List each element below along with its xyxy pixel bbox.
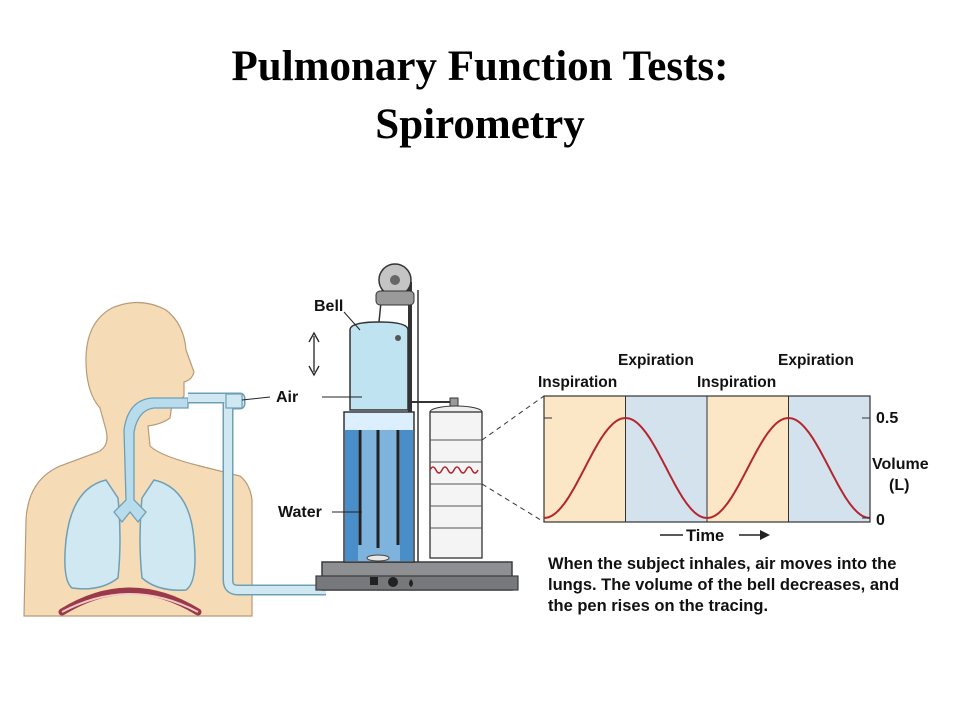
caption-line-3: the pen rises on the tracing. <box>548 597 769 615</box>
title-line-1: Pulmonary Function Tests: <box>231 43 729 90</box>
breathing-tube <box>188 392 326 596</box>
y-max-label: 0.5 <box>876 410 898 427</box>
air-label: Air <box>276 389 298 406</box>
phase-band-3 <box>707 396 789 522</box>
bell-label: Bell <box>314 298 343 315</box>
right-lung <box>139 479 196 591</box>
y-axis-label: Volume <box>872 456 929 473</box>
chart-phase-bands <box>544 396 870 522</box>
bell-movement-arrow <box>308 331 320 377</box>
phase-label-expiration-2: Expiration <box>778 352 854 369</box>
airway <box>113 397 189 524</box>
page-title: Pulmonary Function Tests: Spirometry <box>0 38 960 154</box>
phase-band-1 <box>544 396 626 522</box>
caption: When the subject inhales, air moves into… <box>548 554 958 617</box>
spirometer <box>315 263 519 591</box>
phase-label-inspiration-2: Inspiration <box>697 374 776 391</box>
recording-drum <box>429 411 483 559</box>
spirogram-chart: Inspiration Expiration Inspiration Expir… <box>538 352 929 545</box>
title-line-2: Spirometry <box>375 101 585 148</box>
left-lung <box>64 479 121 590</box>
body-silhouette <box>23 301 253 617</box>
caption-line-2: lungs. The volume of the bell decreases,… <box>548 576 900 594</box>
y-min-label: 0 <box>876 512 885 529</box>
x-axis-label: Time <box>686 527 724 545</box>
volume-trace <box>543 416 871 520</box>
y-axis-unit: (L) <box>889 477 909 494</box>
human-figure <box>23 301 253 617</box>
phase-band-4 <box>788 396 870 522</box>
caption-line-1: When the subject inhales, air moves into… <box>548 555 897 573</box>
water-label: Water <box>278 504 322 521</box>
phase-band-2 <box>625 396 707 522</box>
phase-label-expiration-1: Expiration <box>618 352 694 369</box>
phase-label-inspiration-1: Inspiration <box>538 374 617 391</box>
bell <box>349 321 409 411</box>
drum-trace <box>429 466 479 474</box>
ribs <box>58 587 202 616</box>
